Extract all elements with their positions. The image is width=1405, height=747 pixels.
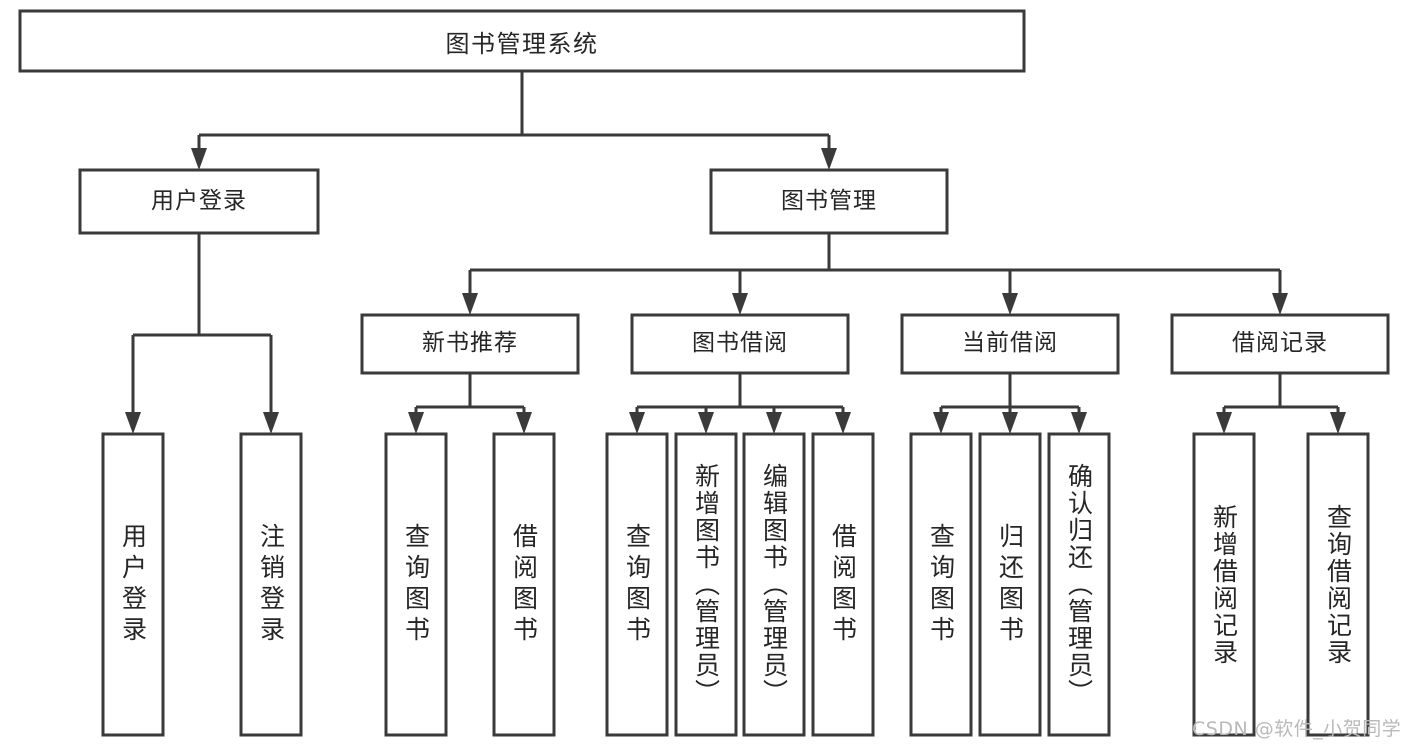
arrow-icon-to-current-borrow xyxy=(1002,293,1018,315)
arrow-icon-to-leaf-add-record xyxy=(1216,412,1232,434)
node-box-borrow-record[interactable] xyxy=(1170,313,1390,375)
arrow-icon-to-leaf-edit-book xyxy=(766,412,782,434)
arrow-icon-to-leaf-user-login xyxy=(125,412,141,434)
connector-group-root xyxy=(191,71,837,170)
arrow-icon-to-leaf-query-book-2 xyxy=(629,412,645,434)
connector-group-new-book-rec xyxy=(408,373,532,434)
arrow-icon-root-to-book-manage xyxy=(821,148,837,170)
arrow-icon-to-leaf-confirm-return xyxy=(1071,412,1087,434)
node-box-leaf-borrow-book-1[interactable] xyxy=(492,432,556,737)
node-box-leaf-query-book-1[interactable] xyxy=(384,432,448,737)
arrow-icon-to-new-book-rec xyxy=(462,293,478,315)
node-box-root[interactable] xyxy=(18,9,1026,73)
arrow-icon-root-to-user-login xyxy=(191,148,207,170)
node-box-new-book-rec[interactable] xyxy=(360,313,580,375)
node-box-leaf-confirm-return[interactable] xyxy=(1047,432,1111,737)
node-box-book-manage[interactable] xyxy=(709,168,949,235)
node-box-leaf-add-record[interactable] xyxy=(1192,432,1256,737)
node-box-leaf-return-book[interactable] xyxy=(978,432,1042,737)
node-box-leaf-query-book-2[interactable] xyxy=(605,432,669,737)
node-box-leaf-edit-book[interactable] xyxy=(742,432,806,737)
node-box-leaf-add-book[interactable] xyxy=(674,432,738,737)
arrow-icon-to-leaf-query-record xyxy=(1330,412,1346,434)
node-box-leaf-user-login[interactable] xyxy=(101,432,165,737)
node-box-book-borrow[interactable] xyxy=(630,313,850,375)
arrow-icon-to-leaf-borrow-book-2 xyxy=(835,412,851,434)
node-box-user-login[interactable] xyxy=(78,168,320,235)
node-box-leaf-user-logout[interactable] xyxy=(239,432,303,737)
arrow-icon-to-leaf-query-book-1 xyxy=(408,412,424,434)
node-box-leaf-borrow-book-2[interactable] xyxy=(811,432,875,737)
connector-group-user-login xyxy=(125,233,279,434)
connector-group-book-manage xyxy=(462,233,1288,315)
connector-group-borrow-record xyxy=(1216,373,1346,434)
arrow-icon-to-borrow-record xyxy=(1272,293,1288,315)
arrow-icon-to-leaf-borrow-book-1 xyxy=(516,412,532,434)
connector-group-current-borrow xyxy=(933,373,1087,434)
arrow-icon-to-leaf-query-book-3 xyxy=(933,412,949,434)
arrow-icon-to-book-borrow xyxy=(732,293,748,315)
arrow-icon-to-leaf-user-logout xyxy=(263,412,279,434)
arrow-icon-to-leaf-add-book xyxy=(698,412,714,434)
node-box-current-borrow[interactable] xyxy=(900,313,1120,375)
node-box-leaf-query-record[interactable] xyxy=(1306,432,1370,737)
node-box-leaf-query-book-3[interactable] xyxy=(909,432,973,737)
connector-group-book-borrow xyxy=(629,373,851,434)
arrow-icon-to-leaf-return-book xyxy=(1002,412,1018,434)
